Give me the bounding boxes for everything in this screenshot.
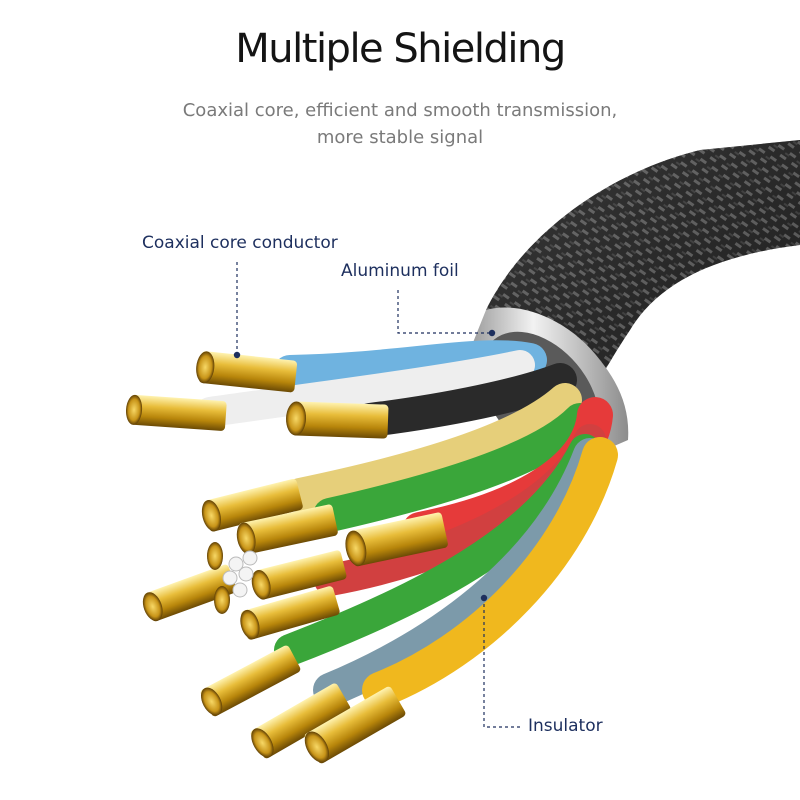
subtitle-line-2: more stable signal [316,127,484,148]
callout-insulator: Insulator [528,716,603,736]
subtitle-line-1: Coaxial core, efficient and smooth trans… [182,100,618,121]
core-dot [233,351,241,359]
callout-coaxial-core-conductor: Coaxial core conductor [142,233,338,253]
insulator-dot [480,594,488,602]
callout-aluminum-foil: Aluminum foil [341,261,459,281]
center-strands [207,542,258,614]
page-title: Multiple Shielding [235,26,566,72]
wires [195,340,618,708]
foil-dot [488,329,496,337]
callout-leaders [236,262,520,728]
gold-conductors [125,351,448,764]
